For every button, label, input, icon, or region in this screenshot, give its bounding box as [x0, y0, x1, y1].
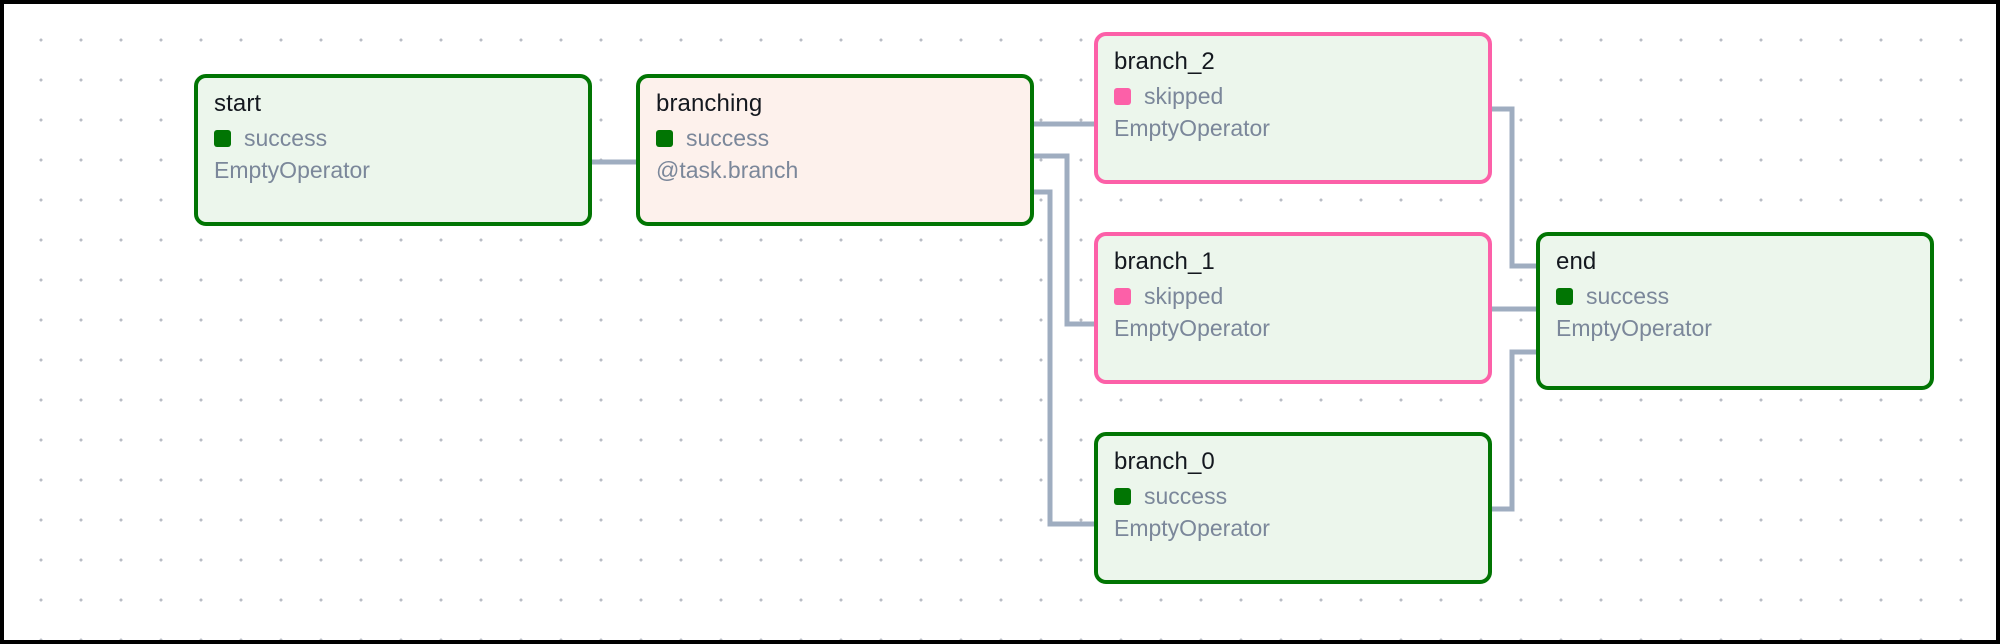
task-node-state-label: success [1144, 483, 1228, 509]
task-node-state-label: success [1586, 283, 1670, 309]
task-node-title: branch_2 [1114, 48, 1215, 75]
status-swatch-icon [1114, 287, 1131, 305]
task-node-title: branching [656, 90, 763, 117]
status-swatch-icon [1114, 87, 1131, 105]
status-swatch-icon [1556, 287, 1573, 305]
task-node-operator: EmptyOperator [1114, 315, 1270, 341]
status-swatch-icon [656, 129, 673, 147]
task-node-state-label: success [686, 125, 770, 151]
task-node-operator: EmptyOperator [1114, 515, 1270, 541]
task-node-title: start [214, 90, 262, 117]
edge-branching-branch_1 [1034, 153, 1094, 327]
task-node-state-label: success [244, 125, 328, 151]
task-node-operator: @task.branch [656, 157, 799, 183]
task-node-state: success [1556, 282, 1914, 310]
status-swatch-icon [1114, 487, 1131, 505]
task-node-state-label: skipped [1144, 83, 1224, 109]
task-node-operator: EmptyOperator [1114, 115, 1270, 141]
task-node-operator: EmptyOperator [1556, 315, 1712, 341]
task-node-state: success [656, 124, 1014, 152]
task-node-title: end [1556, 248, 1597, 275]
task-node-state: skipped [1114, 282, 1472, 310]
task-node-state-label: skipped [1144, 283, 1224, 309]
task-node-state: success [1114, 482, 1472, 510]
task-node-title: branch_1 [1114, 248, 1215, 275]
task-node-title: branch_0 [1114, 448, 1215, 475]
edge-branching-branch_0 [1034, 189, 1094, 527]
edge-branch_0-end [1492, 349, 1536, 512]
status-swatch-icon [214, 129, 231, 147]
task-node-state: skipped [1114, 82, 1472, 110]
task-node-operator: EmptyOperator [214, 157, 370, 183]
task-node-branching[interactable]: branching success @task.branch [636, 74, 1034, 226]
task-node-state: success [214, 124, 572, 152]
edge-branch_2-end [1492, 106, 1536, 269]
